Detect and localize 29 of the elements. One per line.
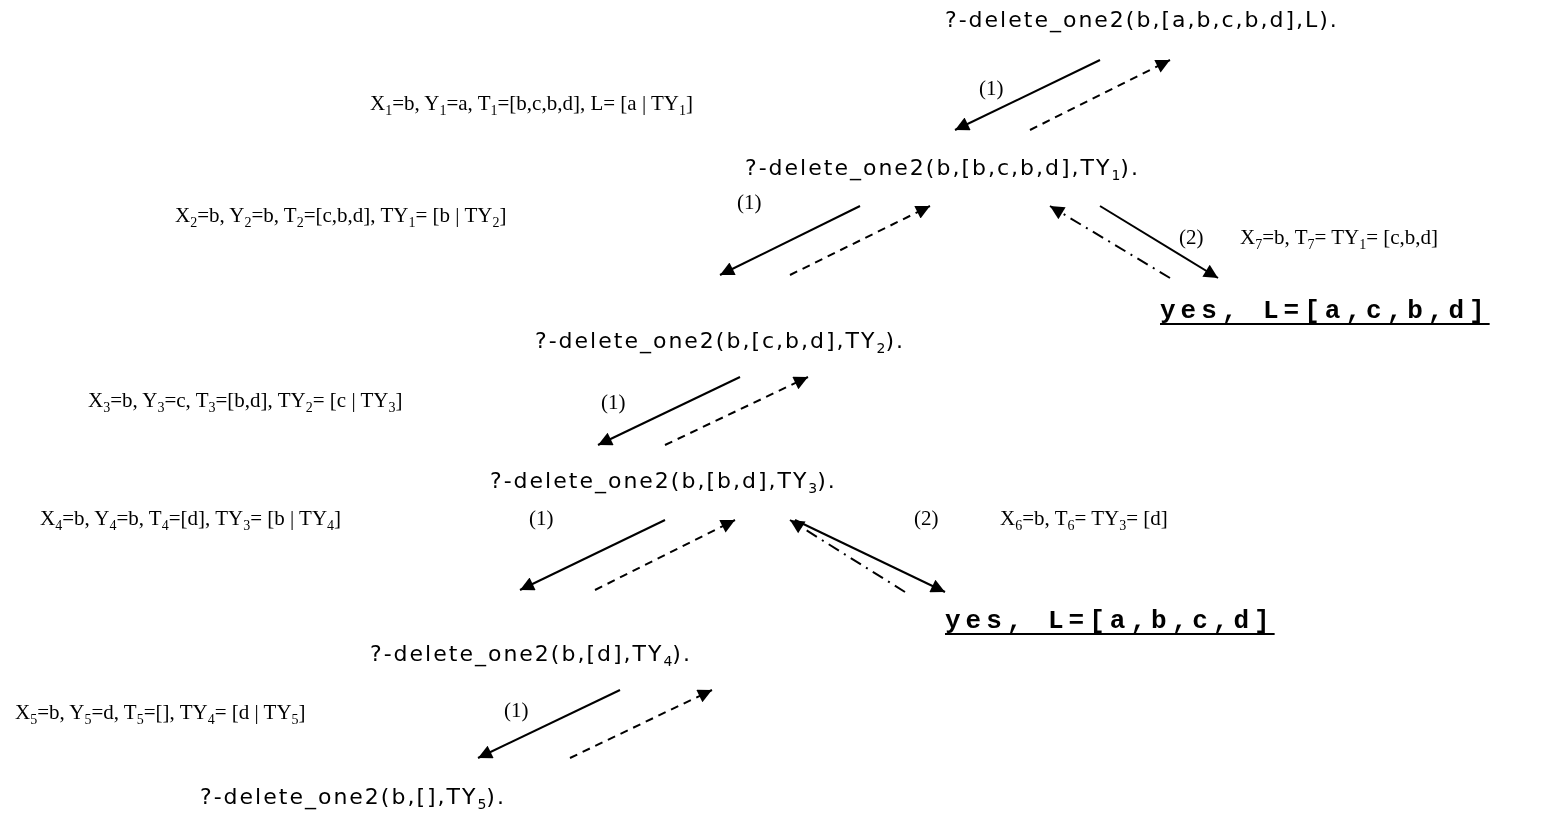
dashed-arrow [789, 519, 906, 593]
substitution-text: X$_{3}$=b, Y$_{3}$=c, T$_{3}$=[b,d], TY$_{2}$= [c | TY$_{3}$] [88, 388, 403, 418]
dashed-arrow [789, 205, 931, 276]
substitution-text: X$_{6}$=b, T$_{6}$= TY$_{3}$= [d] [1000, 506, 1168, 536]
arrow [519, 519, 666, 591]
substitution-text: X$_{2}$=b, Y$_{2}$=b, T$_{2}$=[c,b,d], TY$_{1}$= [b | TY$_{2}$] [175, 203, 507, 233]
query-text: ?-delete_one2(b,[],TY$_{5}$). [200, 783, 506, 815]
arrow [597, 376, 741, 446]
query-text: ?-delete_one2(b,[b,d],TY$_{3}$). [490, 467, 837, 499]
substitution-text: X$_{7}$=b, T$_{7}$= TY$_{1}$= [c,b,d] [1240, 225, 1439, 255]
query-text: ?-delete_one2(b,[a,b,c,b,d],L). [945, 6, 1339, 34]
answer-text: yes, L=[a,b,c,d] [945, 606, 1275, 636]
dashed-arrow [569, 689, 713, 759]
arrow [719, 205, 861, 276]
substitution-text: X$_{4}$=b, Y$_{4}$=b, T$_{4}$=[d], TY$_{3}$= [b | TY$_{4}$] [40, 506, 342, 536]
dashed-arrow [664, 376, 809, 446]
substitution-text: X$_{1}$=b, Y$_{1}$=a, T$_{1}$=[b,c,b,d], L= [a | TY$_{1}$] [370, 91, 693, 121]
arrow [954, 59, 1101, 131]
dashed-arrow [1029, 59, 1171, 131]
arrow [1099, 205, 1219, 279]
query-text: ?-delete_one2(b,[d],TY$_{4}$). [370, 640, 692, 672]
answer-text: yes, L=[a,c,b,d] [1160, 296, 1490, 326]
query-text: ?-delete_one2(b,[c,b,d],TY$_{2}$). [535, 327, 905, 359]
substitution-text: X$_{5}$=b, Y$_{5}$=d, T$_{5}$=[], TY$_{4}$= [d | TY$_{5}$] [15, 700, 306, 730]
dashed-arrow [1049, 205, 1171, 279]
query-text: ?-delete_one2(b,[b,c,b,d],TY$_{1}$). [745, 154, 1140, 186]
arrow [477, 689, 621, 759]
dashed-arrow [594, 519, 736, 591]
arrow [794, 519, 946, 593]
